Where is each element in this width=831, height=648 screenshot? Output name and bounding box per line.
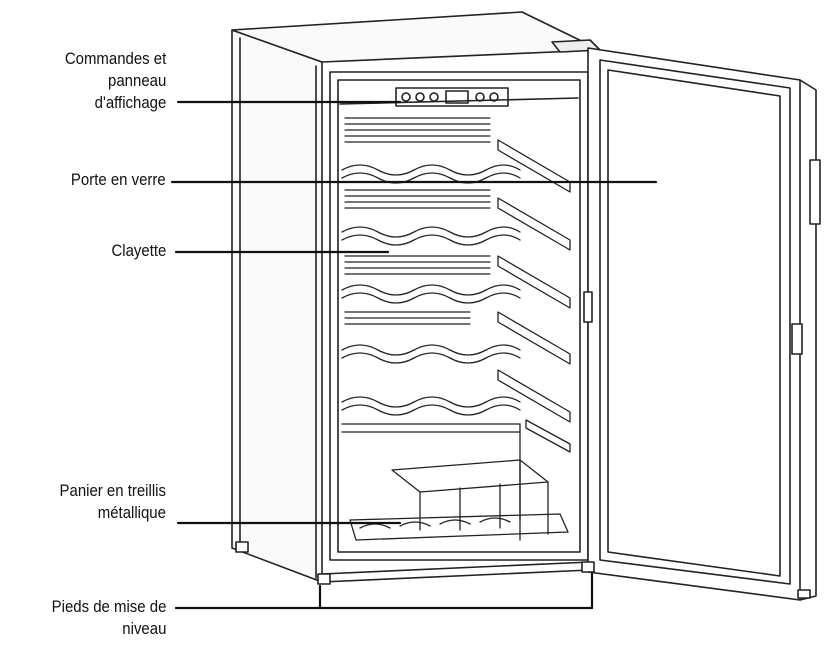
label-shelf: Clayette bbox=[111, 240, 166, 262]
glass-door bbox=[584, 48, 820, 600]
label-glass-door: Porte en verre bbox=[71, 169, 166, 191]
label-leveling-feet: Pieds de mise de niveau bbox=[51, 596, 166, 640]
label-controls: Commandes et panneau d'affichage bbox=[65, 48, 166, 114]
label-wire-basket: Panier en treillis métallique bbox=[60, 480, 166, 524]
